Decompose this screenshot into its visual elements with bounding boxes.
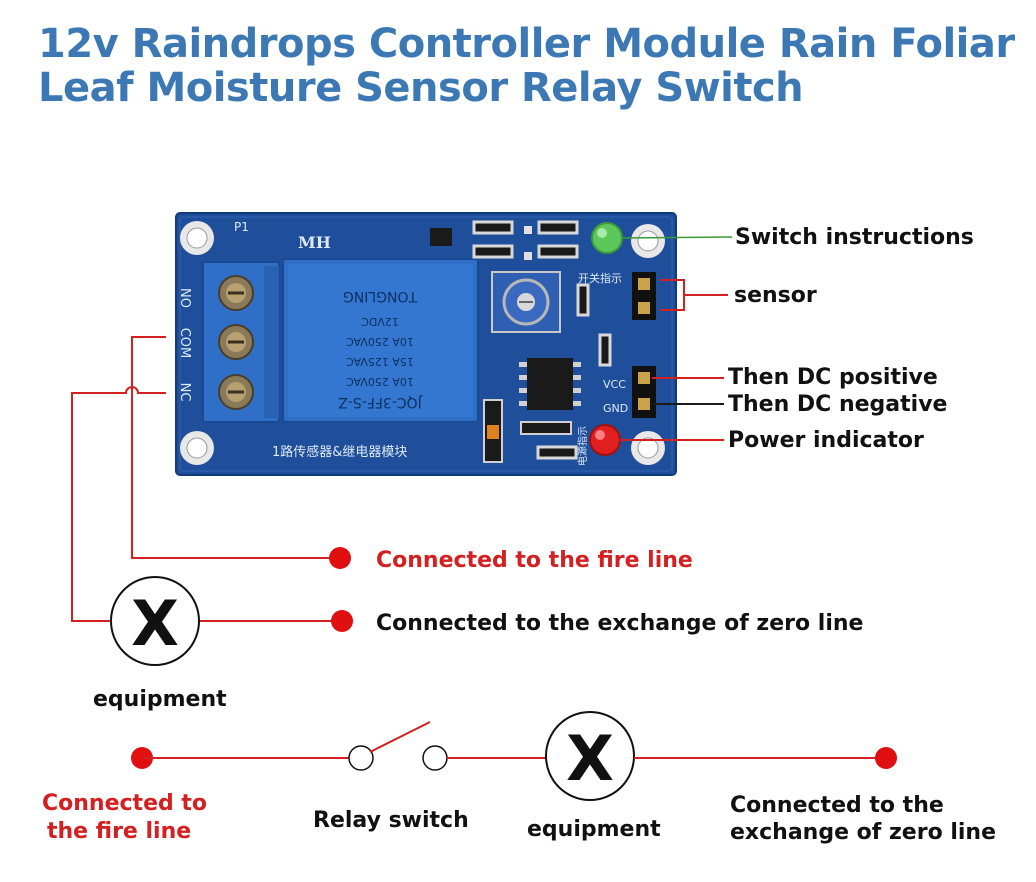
diode (483, 399, 503, 463)
switch-indicator-label: 开关指示 (578, 271, 622, 285)
board-label-mh: MH (298, 233, 331, 252)
gnd-label: GND (603, 402, 628, 415)
relay-text-model: JQC-3FF-S-Z (338, 394, 423, 410)
switch-contact-left (348, 745, 374, 771)
callout-power-indicator: Power indicator (728, 428, 924, 453)
sensor-header (632, 272, 656, 320)
relay-switch-lever (369, 721, 431, 753)
board-bottom-label: 1路传感器&继电器模块 (272, 444, 407, 460)
label-bottom-zero-2: exchange of zero line (730, 820, 996, 845)
label-equipment-top: equipment (93, 687, 227, 712)
relay-text-voltage: 12VDC (361, 315, 399, 328)
terminal-label-no: NO (177, 288, 192, 308)
switch-contact-right (422, 745, 448, 771)
green-led (591, 222, 623, 254)
label-zero-line: Connected to the exchange of zero line (376, 611, 863, 636)
equipment-x-bottom: X (566, 722, 614, 795)
relay-text-brand: TONGLING (343, 288, 418, 304)
screw-terminal-no (218, 275, 254, 311)
callout-sensor: sensor (734, 283, 817, 308)
label-bottom-fire-1: Connected to (42, 791, 207, 816)
title-line-2: Leaf Moisture Sensor Relay Switch (38, 65, 804, 111)
mounting-hole-top-left (180, 221, 214, 255)
label-bottom-fire-2: the fire line (47, 819, 191, 844)
screw-terminal-com (218, 324, 254, 360)
relay-text-rating-2: 15A 125VAC (346, 355, 414, 368)
page-title: 12v Raindrops Controller Module Rain Fol… (38, 22, 1018, 110)
relay-module-board: P1 MH NO COM NC (175, 212, 677, 476)
power-indicator-label: 电源指示 (576, 426, 589, 466)
label-relay-switch: Relay switch (313, 808, 469, 833)
callout-switch-instructions: Switch instructions (735, 225, 974, 250)
power-header (632, 366, 656, 418)
vcc-label: VCC (603, 378, 626, 391)
callout-line-sensor (660, 279, 728, 311)
mounting-hole-bottom-right (631, 431, 665, 465)
terminal-label-nc: NC (177, 383, 192, 402)
wire-nc-equipment (71, 386, 166, 622)
red-led (589, 424, 621, 456)
top-wiring: X Connected to the fire line Connected t… (71, 336, 863, 712)
fire-line-terminal-dot (329, 547, 351, 569)
terminal-label-com: COM (177, 328, 192, 359)
callout-line-switch (621, 236, 733, 239)
relay-text-rating-1: 10A 250VAC (346, 375, 414, 388)
title-line-1: 12v Raindrops Controller Module Rain Fol… (38, 21, 1015, 67)
zero-line-terminal-dot (331, 610, 353, 632)
label-bottom-zero-1: Connected to the (730, 793, 944, 818)
equipment-symbol-top: X (110, 576, 200, 666)
callout-dc-positive: Then DC positive (728, 365, 938, 390)
mounting-hole-top-right (631, 224, 665, 258)
board-label-p1: P1 (234, 220, 249, 234)
screw-terminal-nc (218, 374, 254, 410)
relay-component: JQC-3FF-S-Z 10A 250VAC 15A 125VAC 10A 25… (282, 258, 479, 423)
ic-chip (519, 358, 581, 410)
label-fire-line: Connected to the fire line (376, 548, 693, 573)
bottom-circuit: X Connected to the fire line Relay switc… (42, 711, 996, 845)
label-equipment-bottom: equipment (527, 817, 661, 842)
wire-com-fire (131, 336, 338, 559)
relay-text-rating-3: 10A 250VAC (346, 335, 414, 348)
smd-resistors (430, 220, 612, 460)
potentiometer (491, 271, 561, 333)
callout-dc-negative: Then DC negative (728, 392, 947, 417)
equipment-symbol-bottom: X (545, 711, 635, 801)
mounting-hole-bottom-left (180, 431, 214, 465)
screw-terminal-block (202, 261, 280, 423)
equipment-x-top: X (131, 587, 179, 660)
bottom-zero-dot (875, 747, 897, 769)
